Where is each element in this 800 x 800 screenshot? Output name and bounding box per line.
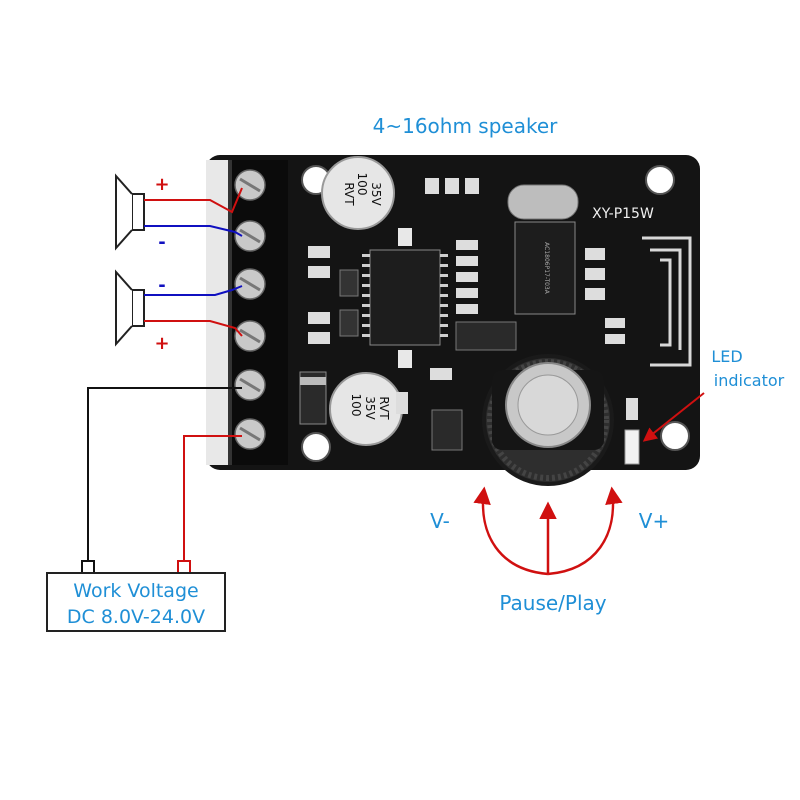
power-negative-wire <box>87 387 242 562</box>
speaker-bottom-positive-wire <box>144 320 243 337</box>
speaker-bottom-negative-wire <box>144 285 243 296</box>
amplifier-ic-pins <box>362 254 448 337</box>
svg-text:RVT: RVT <box>342 182 356 206</box>
speaker-top-plus-label: + <box>154 174 169 195</box>
svg-text:100: 100 <box>355 173 369 196</box>
speaker-top-positive-wire <box>144 187 243 214</box>
bluetooth-ic <box>514 221 576 315</box>
svg-text:35V: 35V <box>363 396 377 420</box>
svg-text:AC1806P17-T03A: AC1806P17-T03A <box>543 242 550 295</box>
capacitor-bottom: 100 35V RVT <box>329 372 403 446</box>
power-label-line2: DC 8.0V-24.0V <box>67 606 205 628</box>
board-model-label: XY-P15W <box>592 206 654 222</box>
crystal-oscillator <box>507 184 579 220</box>
svg-text:100: 100 <box>349 394 363 417</box>
svg-text:35V: 35V <box>369 182 383 206</box>
led-label-line1: LED <box>711 347 742 366</box>
rotary-encoder-knob[interactable] <box>482 354 614 486</box>
power-negative-terminal <box>81 560 95 574</box>
speaker-top-negative-wire <box>144 225 243 237</box>
led-indicator <box>624 429 640 465</box>
power-label-line1: Work Voltage <box>73 580 198 602</box>
amplifier-ic <box>369 249 441 346</box>
pcb-antenna <box>642 236 692 367</box>
speaker-bottom-minus-label: - <box>158 275 165 296</box>
power-positive-wire <box>183 435 242 562</box>
mounting-hole-bottom-right <box>660 421 690 451</box>
capacitor-top: 100 35V RVT <box>321 156 395 230</box>
volume-down-arrow <box>473 486 549 576</box>
speaker-top-icon <box>115 173 145 251</box>
amplifier-board: 100 35V RVT 100 35V RVT AC1806P17-T03A <box>206 155 700 486</box>
smd-components <box>299 178 638 451</box>
mounting-hole-top-right <box>645 165 675 195</box>
volume-down-label: V- <box>430 509 450 533</box>
led-pointer-arrow <box>642 392 705 442</box>
power-supply-box: Work Voltage DC 8.0V-24.0V <box>46 572 226 632</box>
led-label-line2: indicator <box>714 371 785 390</box>
speaker-bottom-icon <box>115 269 145 347</box>
mounting-hole-bottom-left <box>301 432 331 462</box>
svg-text:RVT: RVT <box>377 396 391 420</box>
volume-up-label: V+ <box>639 509 669 533</box>
speaker-top-minus-label: - <box>158 232 165 253</box>
volume-up-arrow <box>547 486 623 576</box>
power-positive-terminal <box>177 560 191 574</box>
speaker-bottom-plus-label: + <box>154 333 169 354</box>
screw-terminal-block <box>206 160 288 465</box>
pause-play-label: Pause/Play <box>499 591 606 615</box>
speaker-spec-title: 4~16ohm speaker <box>373 114 559 138</box>
